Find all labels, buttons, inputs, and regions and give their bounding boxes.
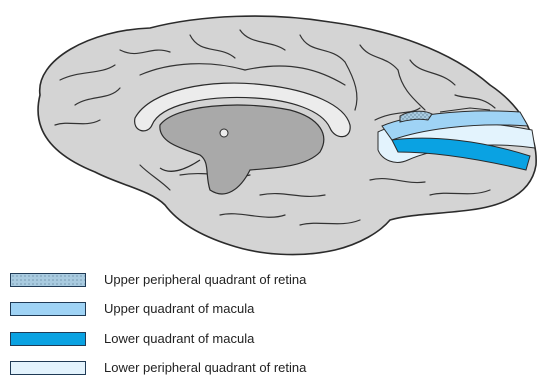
legend-swatch [10, 361, 86, 375]
legend-item-upper-peripheral-retina: Upper peripheral quadrant of retina [10, 270, 530, 290]
legend-swatch [10, 302, 86, 316]
small-circle-marker [220, 129, 228, 137]
legend-item-lower-peripheral-retina: Lower peripheral quadrant of retina [10, 358, 530, 378]
legend-swatch [10, 273, 86, 287]
legend-swatch [10, 332, 86, 346]
brain-medial-view-illustration [0, 0, 541, 262]
legend-label: Upper quadrant of macula [104, 300, 254, 318]
legend-label: Lower quadrant of macula [104, 330, 254, 348]
legend-item-lower-macula: Lower quadrant of macula [10, 329, 530, 349]
legend-label: Lower peripheral quadrant of retina [104, 359, 306, 377]
legend-item-upper-macula: Upper quadrant of macula [10, 299, 530, 319]
legend-label: Upper peripheral quadrant of retina [104, 271, 306, 289]
